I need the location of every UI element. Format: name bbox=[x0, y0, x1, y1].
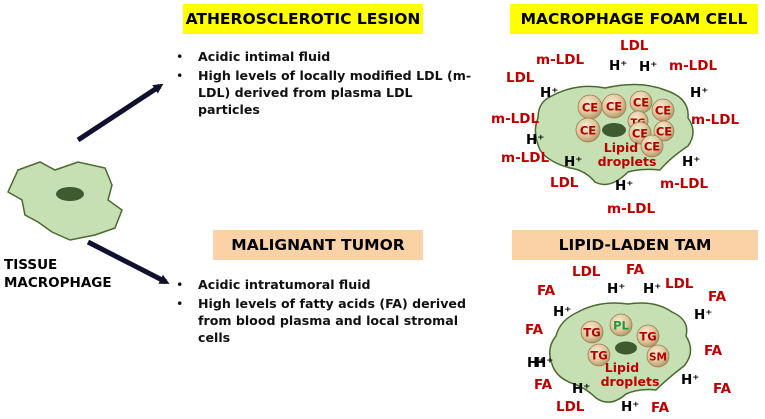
tissue-macrophage-label: TISSUE MACROPHAGE bbox=[4, 256, 112, 292]
foam-proton-label: H⁺ bbox=[526, 132, 544, 148]
foam-droplets-caption-line2: droplets bbox=[598, 154, 657, 169]
foam-proton-label: H⁺ bbox=[690, 85, 708, 101]
tam-proton-label: H⁺ bbox=[607, 281, 625, 297]
tam-proton-label: H⁺ bbox=[527, 355, 545, 371]
tissue-macrophage-cell bbox=[7, 161, 123, 241]
atherosclerotic-lesion-header: ATHEROSCLEROTIC LESION bbox=[183, 4, 423, 34]
tam-proton-label: H⁺ bbox=[694, 307, 712, 323]
foam-lipid-label: LDL bbox=[550, 175, 579, 191]
tam-lipid-label: FA bbox=[534, 377, 553, 393]
foam-droplet bbox=[653, 120, 675, 142]
foam-proton-label: H⁺ bbox=[609, 58, 627, 74]
foam-proton-label: H⁺ bbox=[639, 59, 657, 75]
tam-droplet bbox=[636, 324, 660, 348]
tam-droplet bbox=[646, 344, 670, 368]
tissue-macrophage-label-line2: MACROPHAGE bbox=[4, 275, 112, 291]
foam-droplet bbox=[640, 134, 664, 158]
malignant-tumor-features: Acidic intratumoral fluid High levels of… bbox=[172, 276, 482, 348]
foam-lipid-label: m-LDL bbox=[536, 52, 584, 68]
atherosclerotic-lesion-features: Acidic intimal fluid High levels of loca… bbox=[172, 48, 472, 120]
arrow-to-malignant-tumor bbox=[86, 239, 170, 285]
tam-lipid-label: FA bbox=[626, 262, 645, 278]
tissue-macrophage-label-line1: TISSUE bbox=[4, 257, 58, 273]
tam-lipid-label: FA bbox=[713, 381, 732, 397]
foam-proton-label: H⁺ bbox=[540, 85, 558, 101]
tam-proton-label: H⁺ bbox=[535, 355, 553, 371]
foam-lipid-label: m-LDL bbox=[491, 111, 539, 127]
tam-droplet-label: TG bbox=[639, 330, 656, 344]
tam-proton-label: H⁺ bbox=[643, 281, 661, 297]
tam-lipid-label: LDL bbox=[665, 276, 694, 292]
tam-lipid-label: FA bbox=[651, 400, 670, 416]
foam-cell-lipid-droplets: CECECECETGCECECECE bbox=[575, 90, 675, 158]
tam-droplets-caption-line1: Lipid bbox=[605, 360, 639, 375]
foam-droplet-label: CE bbox=[644, 140, 660, 154]
foam-proton-label: H⁺ bbox=[682, 154, 700, 170]
foam-droplet-label: CE bbox=[582, 101, 598, 115]
foam-lipid-label: m-LDL bbox=[691, 112, 739, 128]
foam-droplet bbox=[575, 117, 601, 143]
foam-droplet-label: CE bbox=[633, 96, 649, 110]
tam-droplet-label: TG bbox=[583, 326, 600, 340]
tam-proton-label: H⁺ bbox=[621, 399, 639, 415]
arrow-to-atherosclerotic-lesion bbox=[76, 83, 164, 143]
foam-proton-label: H⁺ bbox=[615, 178, 633, 194]
tam-proton-label: H⁺ bbox=[681, 372, 699, 388]
tam-droplet bbox=[580, 320, 604, 344]
foam-droplets-caption-line1: Lipid bbox=[604, 140, 638, 155]
tam-droplet-label: SM bbox=[649, 352, 667, 364]
tam-lipid-label: FA bbox=[704, 343, 723, 359]
tam-lipid-label: FA bbox=[708, 289, 727, 305]
foam-cell-nucleus bbox=[602, 123, 626, 137]
tam-droplet bbox=[587, 343, 611, 367]
foam-droplet bbox=[601, 93, 627, 119]
macrophage-foam-cell-header: MACROPHAGE FOAM CELL bbox=[510, 4, 758, 34]
foam-lipid-label: LDL bbox=[506, 70, 535, 86]
foam-proton-label: H⁺ bbox=[564, 154, 582, 170]
foam-droplet-label: CE bbox=[656, 125, 672, 139]
tam-lipid-droplets: TG PL TG TG SM bbox=[580, 313, 670, 368]
foam-lipid-label: m-LDL bbox=[607, 201, 655, 217]
feature-modified-ldl: High levels of locally modified LDL (m-L… bbox=[172, 67, 472, 118]
foam-lipid-label: m-LDL bbox=[660, 176, 708, 192]
tam-proton-label: H⁺ bbox=[572, 381, 590, 397]
foam-droplet-label: CE bbox=[632, 127, 648, 141]
foam-droplet-label: CE bbox=[580, 124, 596, 138]
tam-droplets-caption-line2: droplets bbox=[601, 374, 660, 389]
tam-lipid-label: FA bbox=[525, 322, 544, 338]
tam-lipid-label: LDL bbox=[556, 399, 585, 415]
malignant-tumor-header: MALIGNANT TUMOR bbox=[213, 230, 423, 260]
foam-droplet-label: CE bbox=[606, 100, 622, 114]
foam-lipid-label: m-LDL bbox=[501, 150, 549, 166]
tam-droplet-label: TG bbox=[590, 349, 607, 363]
tam-lipid-label: LDL bbox=[572, 264, 601, 280]
foam-droplet-label: CE bbox=[655, 104, 671, 118]
tam-cell-nucleus bbox=[615, 341, 637, 355]
feature-acidic-intimal-fluid: Acidic intimal fluid bbox=[172, 48, 472, 65]
foam-lipid-label: m-LDL bbox=[669, 58, 717, 74]
tam-proton-label: H⁺ bbox=[553, 304, 571, 320]
foam-lipid-label: LDL bbox=[620, 38, 649, 54]
tam-droplet bbox=[609, 313, 633, 337]
feature-acidic-intratumoral-fluid: Acidic intratumoral fluid bbox=[172, 276, 482, 293]
tam-lipid-label: FA bbox=[537, 283, 556, 299]
tam-droplet-label: PL bbox=[613, 319, 629, 333]
lipid-laden-tam-header: LIPID-LADEN TAM bbox=[512, 230, 758, 260]
tissue-macrophage-nucleus bbox=[56, 187, 84, 201]
feature-fatty-acids: High levels of fatty acids (FA) derived … bbox=[172, 295, 482, 346]
